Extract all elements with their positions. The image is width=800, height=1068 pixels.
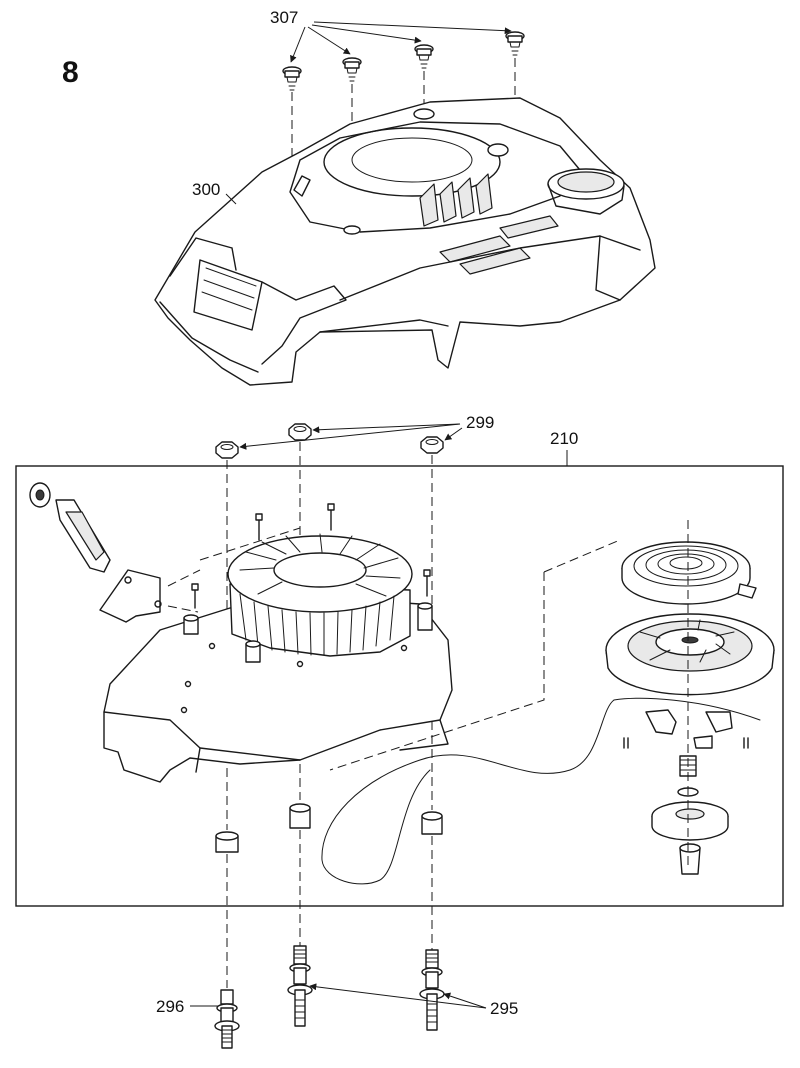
figure-number: 8 <box>62 56 79 89</box>
starter-housing <box>103 503 453 783</box>
callout-300-label: 300 <box>192 180 220 199</box>
handle-bracket <box>99 569 201 623</box>
studs <box>214 830 445 1049</box>
stud-296 <box>214 989 240 1049</box>
callout-210-label: 210 <box>550 429 578 448</box>
nut-299-c <box>420 436 444 810</box>
assembly-frame <box>15 465 784 907</box>
starter-handle <box>29 482 111 573</box>
screw-307-c <box>414 44 434 108</box>
callout-307: 307 <box>270 8 512 63</box>
callout-295-label: 295 <box>490 999 518 1018</box>
callout-296-label: 296 <box>156 997 184 1016</box>
screw-307-d <box>505 31 525 160</box>
spacers <box>215 803 443 853</box>
stud-295-b <box>419 949 445 1031</box>
starter-assembly-210: 210 <box>15 429 784 907</box>
engine-cover-300 <box>154 97 656 386</box>
center-parts <box>651 755 729 875</box>
recoil-spring <box>621 541 757 605</box>
rope-pulley <box>605 613 775 696</box>
callout-299-label: 299 <box>466 413 494 432</box>
stud-295-a <box>287 945 313 1027</box>
callout-296: 296 <box>156 997 218 1016</box>
callout-307-label: 307 <box>270 8 298 27</box>
callout-300: 300 <box>192 180 237 205</box>
pawls <box>623 709 749 749</box>
housing-bosses <box>183 602 433 663</box>
callout-299: 299 <box>239 413 494 450</box>
callout-295: 295 <box>309 983 518 1018</box>
starter-rope <box>321 699 615 885</box>
